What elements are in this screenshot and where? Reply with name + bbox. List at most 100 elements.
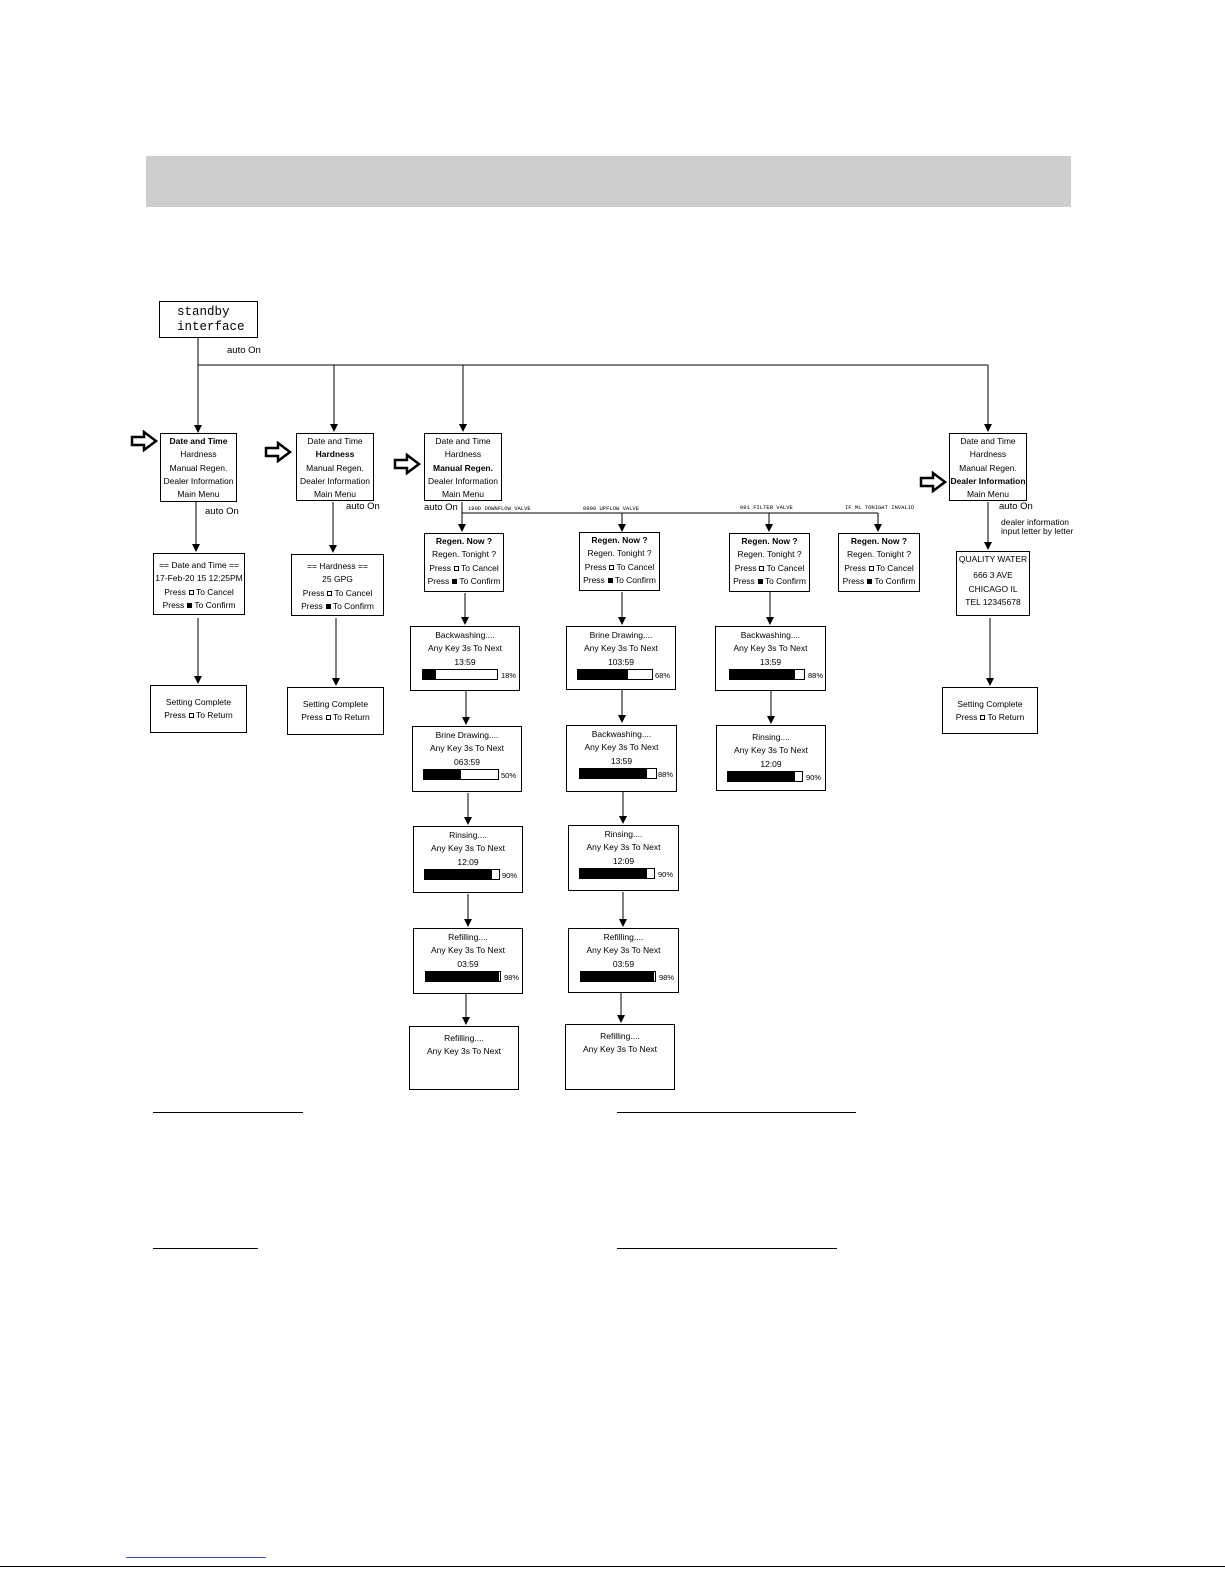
setting-complete-title: Setting Complete xyxy=(957,699,1023,709)
progress-fill xyxy=(580,868,647,878)
press-label: Press xyxy=(842,575,865,586)
press-label: Press xyxy=(164,710,186,721)
date-time-title: == Date and Time == xyxy=(159,560,239,570)
cancel-key-icon xyxy=(188,589,194,595)
menu-box-dealer-info: Date and Time Hardness Manual Regen. Dea… xyxy=(949,433,1027,501)
cancel-text: To Cancel xyxy=(460,562,499,573)
final-step-box: Refilling.... Any Key 3s To Next xyxy=(409,1026,519,1090)
confirm-key-icon xyxy=(325,603,331,609)
return-key-icon xyxy=(188,713,194,719)
any-key-text: Any Key 3s To Next xyxy=(586,945,661,956)
press-label: Press xyxy=(734,562,757,573)
any-key-text: Any Key 3s To Next xyxy=(582,1044,658,1055)
step-title: Rinsing.... xyxy=(449,830,487,840)
progress-percent: 90% xyxy=(502,870,518,880)
step-time: 063:59 xyxy=(454,756,480,767)
menu-item-main-menu: Main Menu xyxy=(441,489,485,500)
progress-fill xyxy=(423,669,437,679)
regen-now-text: Regen. Now ? xyxy=(591,535,648,545)
blank-underline xyxy=(153,1248,258,1249)
confirm-text: To Confirm xyxy=(332,600,374,611)
progress-step-box: Brine Drawing.... Any Key 3s To Next 063… xyxy=(412,726,522,792)
progress-bar xyxy=(729,668,805,680)
menu-item-date-time: Date and Time xyxy=(960,436,1016,446)
auto-on-label: auto On xyxy=(227,345,261,356)
progress-step-box: Refilling.... Any Key 3s To Next 03:59 9… xyxy=(413,928,523,994)
progress-bar xyxy=(579,867,655,879)
dealer-note: dealer information input letter by lette… xyxy=(1001,518,1073,536)
cancel-text: To Cancel xyxy=(875,562,914,573)
confirm-key-icon xyxy=(757,578,763,584)
standby-line-1: standby xyxy=(177,305,230,319)
regen-now-text: Regen. Now ? xyxy=(741,536,798,546)
progress-percent: 90% xyxy=(806,772,822,782)
press-label: Press xyxy=(164,586,186,597)
progress-percent: 98% xyxy=(659,972,675,982)
confirm-key-icon xyxy=(452,578,458,584)
auto-on-label: auto On xyxy=(346,501,380,512)
progress-bar xyxy=(579,767,657,779)
progress-step-box: Rinsing.... Any Key 3s To Next 12:09 90% xyxy=(716,725,826,791)
step-time: 12:09 xyxy=(612,855,635,866)
step-time: 13:59 xyxy=(610,755,633,766)
setting-complete-title: Setting Complete xyxy=(165,697,232,707)
progress-step-box: Refilling.... Any Key 3s To Next 03:59 9… xyxy=(568,928,679,993)
step-time: 12:09 xyxy=(457,856,479,867)
valve-label-filter: 091 FILTER VALVE xyxy=(740,504,793,511)
progress-bar xyxy=(577,668,653,680)
progress-fill xyxy=(728,771,795,781)
return-text: To Return xyxy=(195,710,233,721)
regen-tonight-text: Regen. Tonight ? xyxy=(431,549,497,560)
cancel-key-icon xyxy=(868,565,874,571)
progress-fill xyxy=(424,769,461,779)
any-key-text: Any Key 3s To Next xyxy=(426,1046,502,1057)
menu-item-dealer-info: Dealer Information xyxy=(428,475,498,486)
any-key-text: Any Key 3s To Next xyxy=(584,742,659,753)
menu-item-manual-regen: Manual Regen. xyxy=(306,462,364,473)
return-key-icon xyxy=(980,715,986,721)
cancel-text: To Cancel xyxy=(334,587,373,598)
menu-item-manual-regen: Manual Regen. xyxy=(959,462,1017,473)
cancel-key-icon xyxy=(759,565,765,571)
final-step-box: Refilling.... Any Key 3s To Next xyxy=(565,1024,675,1090)
progress-bar xyxy=(727,770,803,782)
menu-item-date-time: Date and Time xyxy=(435,436,491,446)
menu-item-main-menu: Main Menu xyxy=(177,489,220,500)
menu-box-date-time: Date and Time Hardness Manual Regen. Dea… xyxy=(160,433,237,502)
cancel-key-icon xyxy=(327,590,333,596)
progress-step-box: Backwashing.... Any Key 3s To Next 13:59… xyxy=(410,626,520,691)
confirm-text: To Confirm xyxy=(459,575,501,586)
progress-fill xyxy=(578,669,629,679)
progress-percent: 90% xyxy=(658,869,674,879)
confirm-text: To Confirm xyxy=(614,574,656,585)
any-key-text: Any Key 3s To Next xyxy=(586,842,661,853)
menu-item-hardness: Hardness xyxy=(315,449,355,460)
cancel-key-icon xyxy=(609,564,615,570)
pointer-arrow-icon xyxy=(919,471,947,493)
footer-rule xyxy=(0,1566,1225,1567)
dealer-info-box: QUALITY WATER 666 3 AVE CHICAGO IL TEL 1… xyxy=(956,551,1030,616)
cancel-text: To Cancel xyxy=(195,586,234,597)
any-key-text: Any Key 3s To Next xyxy=(427,643,503,654)
press-label: Press xyxy=(733,575,755,586)
auto-on-label: auto On xyxy=(205,506,239,517)
press-label: Press xyxy=(301,712,323,723)
pointer-arrow-icon xyxy=(393,453,421,475)
confirm-text: To Confirm xyxy=(764,575,806,586)
regen-tonight-text: Regen. Tonight ? xyxy=(587,548,652,559)
step-title: Backwashing.... xyxy=(435,630,495,640)
step-title: Rinsing.... xyxy=(604,829,643,839)
regen-now-text: Regen. Now ? xyxy=(435,536,493,546)
progress-step-box: Backwashing.... Any Key 3s To Next 13:59… xyxy=(566,725,677,792)
pointer-arrow-icon xyxy=(130,430,158,452)
menu-item-main-menu: Main Menu xyxy=(313,489,357,500)
menu-box-manual-regen: Date and Time Hardness Manual Regen. Dea… xyxy=(424,433,502,501)
date-time-value: 17-Feb-20 15 12:25PM xyxy=(155,573,243,584)
valve-label-downflow: 190D DOWNFLOW VALVE xyxy=(468,505,531,512)
confirm-key-icon xyxy=(607,577,613,583)
progress-fill xyxy=(425,869,492,879)
regen-tonight-text: Regen. Tonight ? xyxy=(846,549,912,560)
